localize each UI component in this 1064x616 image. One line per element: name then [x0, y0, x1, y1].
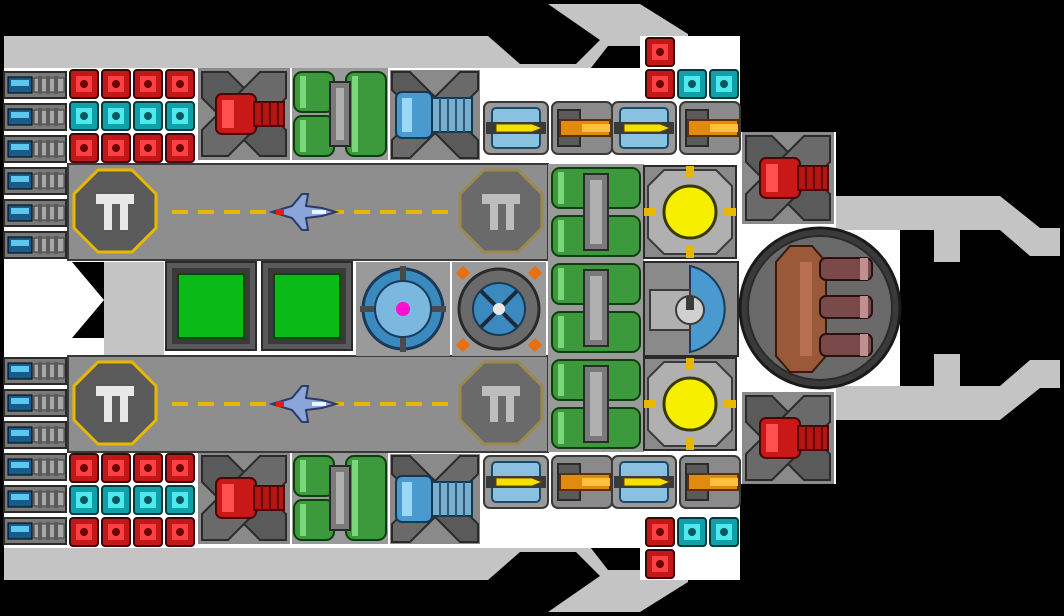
landing-pad-icon[interactable] [458, 168, 544, 254]
green-console-icon[interactable] [165, 261, 257, 351]
landing-pad-icon[interactable] [458, 360, 544, 446]
green-console-icon[interactable] [261, 261, 353, 351]
cloaking-device-icon[interactable] [452, 262, 546, 356]
engine-core-icon[interactable] [643, 261, 739, 357]
landing-pad-icon[interactable] [72, 360, 158, 446]
blue-ion-drive-icon[interactable] [389, 69, 481, 161]
blue-ion-drive-icon[interactable] [389, 453, 481, 545]
yellow-missile-icon[interactable] [483, 455, 549, 509]
yellow-reactor-core-icon[interactable] [642, 164, 738, 260]
orange-beam-emitter-icon[interactable] [551, 455, 613, 509]
red-cannon-icon[interactable] [741, 131, 835, 225]
shield-generator-icon[interactable] [547, 163, 645, 261]
landing-pad-icon[interactable] [72, 168, 158, 254]
shield-generator-icon[interactable] [547, 355, 645, 453]
orange-beam-emitter-icon[interactable] [679, 101, 741, 155]
yellow-missile-icon[interactable] [611, 101, 677, 155]
heavy-railgun-turret-icon[interactable] [738, 226, 902, 390]
sensor-dish-icon[interactable] [356, 262, 450, 356]
red-cannon-icon[interactable] [197, 67, 291, 161]
orange-beam-emitter-icon[interactable] [679, 455, 741, 509]
red-cannon-icon[interactable] [741, 391, 835, 485]
yellow-reactor-core-icon[interactable] [642, 356, 738, 452]
green-fuel-tank-icon[interactable] [291, 451, 389, 545]
yellow-missile-icon[interactable] [611, 455, 677, 509]
orange-beam-emitter-icon[interactable] [551, 101, 613, 155]
red-cannon-icon[interactable] [197, 451, 291, 545]
shield-generator-icon[interactable] [547, 259, 645, 357]
green-fuel-tank-icon[interactable] [291, 67, 389, 161]
yellow-missile-icon[interactable] [483, 101, 549, 155]
